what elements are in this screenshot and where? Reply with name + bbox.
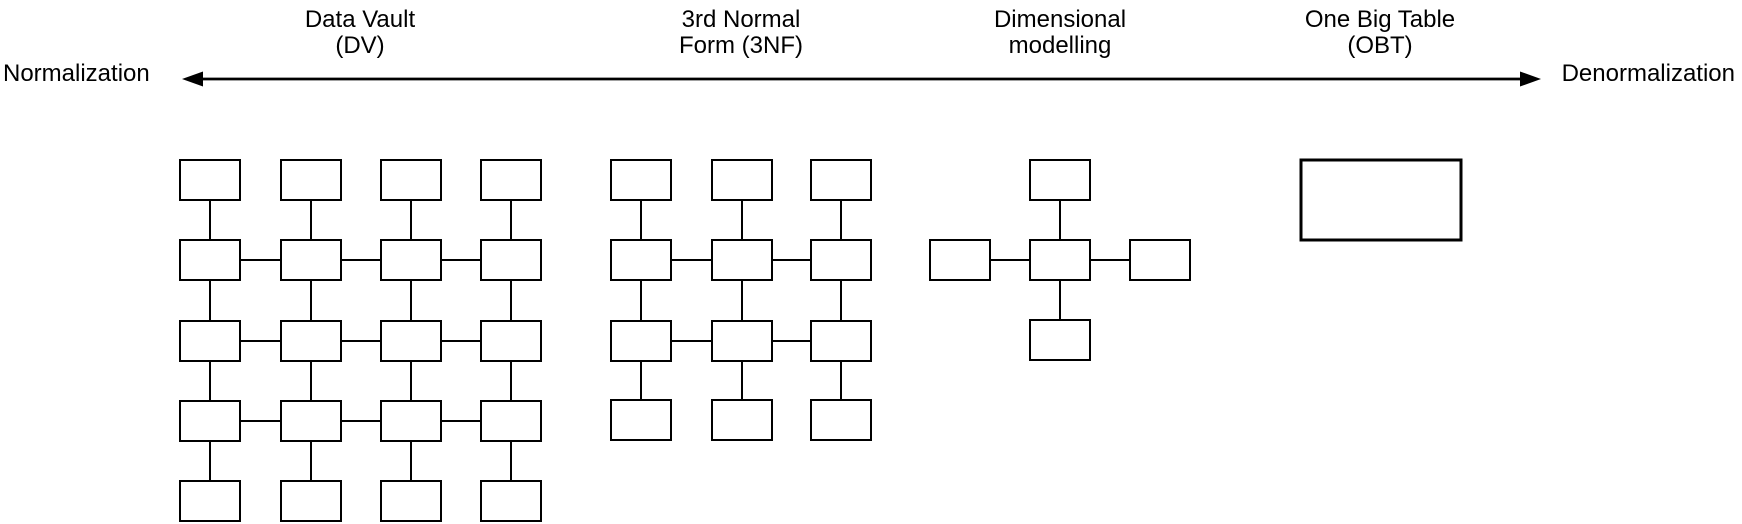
dimensional-modelling-schema xyxy=(929,159,1191,361)
one-big-table-label: One Big Table xyxy=(1305,6,1455,33)
table-box xyxy=(380,480,442,522)
right-arrowhead-icon xyxy=(1520,71,1541,87)
table-box xyxy=(810,320,872,362)
table-box xyxy=(280,159,342,201)
denormalization-label: Denormalization xyxy=(1562,60,1735,87)
schema-diagrams xyxy=(179,158,1463,522)
data-vault-label: Data Vault xyxy=(305,6,416,33)
table-box xyxy=(280,320,342,362)
table-box xyxy=(179,480,241,522)
table-box xyxy=(179,159,241,201)
table-box xyxy=(280,480,342,522)
table-box xyxy=(610,159,672,201)
table-box xyxy=(480,400,542,442)
table-box xyxy=(480,159,542,201)
normalization-label: Normalization xyxy=(3,60,150,87)
table-box xyxy=(380,159,442,201)
table-box xyxy=(380,320,442,362)
table-box xyxy=(610,239,672,281)
table-box xyxy=(1029,319,1091,361)
table-box xyxy=(179,320,241,362)
table-box xyxy=(929,239,991,281)
table-box xyxy=(1029,159,1091,201)
dimensional-modelling-label: Dimensional xyxy=(994,6,1126,33)
table-box xyxy=(380,239,442,281)
table-box xyxy=(711,159,773,201)
table-box xyxy=(1029,239,1091,281)
table-box xyxy=(480,320,542,362)
table-box xyxy=(480,239,542,281)
third-normal-form-label: Form (3NF) xyxy=(679,32,803,59)
data-vault-label: (DV) xyxy=(335,32,384,59)
table-box xyxy=(610,320,672,362)
third-normal-form-label: 3rd Normal xyxy=(682,6,801,33)
table-box xyxy=(179,239,241,281)
left-arrowhead-icon xyxy=(182,71,203,87)
table-box xyxy=(711,239,773,281)
data-vault-schema xyxy=(179,159,542,522)
dimensional-modelling-label: modelling xyxy=(1009,32,1112,59)
table-box xyxy=(711,320,773,362)
table-box xyxy=(711,399,773,441)
table-box xyxy=(810,239,872,281)
spectrum-arrow xyxy=(182,71,1541,87)
table-box xyxy=(810,399,872,441)
one-big-table-label: (OBT) xyxy=(1347,32,1412,59)
third-normal-form-schema xyxy=(610,159,872,441)
table-box xyxy=(1129,239,1191,281)
table-box xyxy=(1299,158,1463,242)
table-box xyxy=(380,400,442,442)
table-box xyxy=(280,400,342,442)
table-box xyxy=(610,399,672,441)
table-box xyxy=(810,159,872,201)
table-box xyxy=(280,239,342,281)
table-box xyxy=(179,400,241,442)
table-box xyxy=(480,480,542,522)
one-big-table-schema xyxy=(1299,158,1463,242)
